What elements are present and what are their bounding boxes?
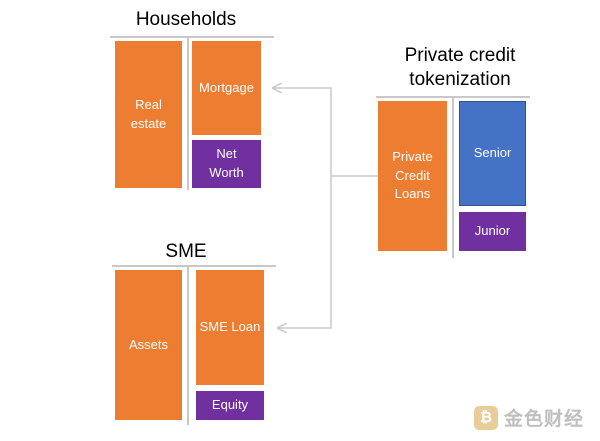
households-divider (187, 36, 189, 190)
connector-to-mortgage (273, 88, 332, 176)
households-top-rule (110, 36, 274, 38)
jinse-logo-icon: ₿ (474, 405, 498, 430)
watermark: ₿ 金色财经 (474, 404, 584, 431)
mortgage-box: Mortgage (192, 41, 261, 135)
net-worth-box: Net Worth (192, 140, 261, 188)
sme-divider (187, 265, 189, 425)
equity-box: Equity (196, 391, 264, 420)
private-credit-loans-box: Private Credit Loans (378, 101, 447, 251)
connector-to-sme-loan (278, 176, 332, 328)
private-credit-divider (452, 96, 454, 258)
sme-title: SME (165, 241, 207, 262)
sme-loan-box: SME Loan (196, 270, 264, 385)
households-title: Households (135, 9, 237, 30)
senior-box: Senior (459, 101, 526, 206)
real-estate-box: Real estate (115, 41, 182, 188)
private-credit-title: Private credit tokenization (404, 45, 516, 90)
assets-box: Assets (115, 270, 182, 420)
junior-box: Junior (459, 212, 526, 251)
sme-top-rule (112, 265, 276, 267)
watermark-text: 金色财经 (504, 409, 585, 430)
